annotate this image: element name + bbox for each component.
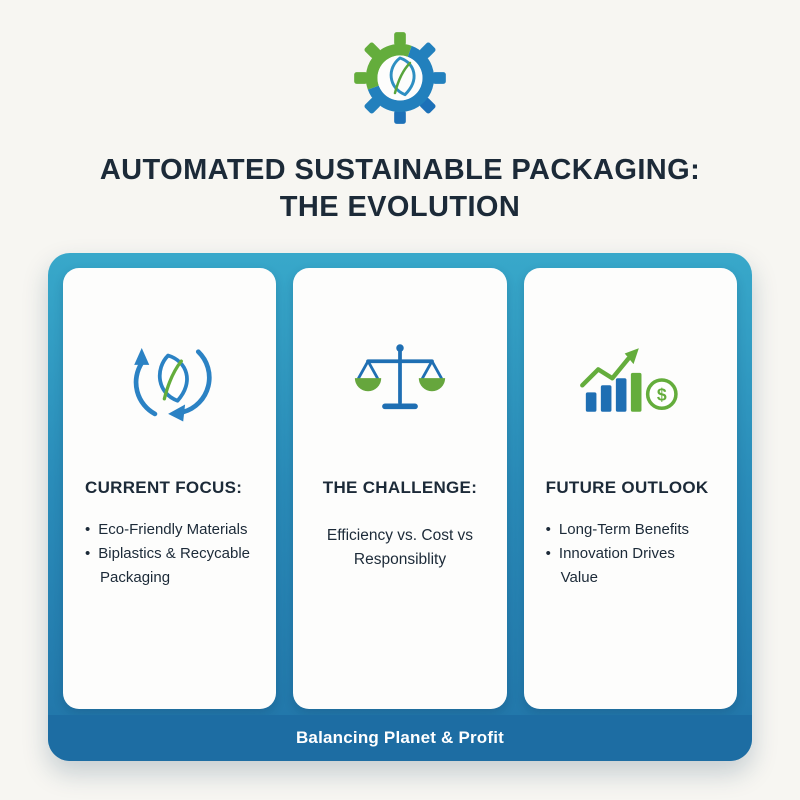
- page-title-line1: AUTOMATED SUSTAINABLE PACKAGING:: [99, 154, 701, 186]
- list-item: Innovation Drives Value: [546, 542, 715, 590]
- balance-scale-icon: [354, 344, 446, 410]
- card-current-focus: CURRENT FOCUS: Eco-Friendly Materials Bi…: [63, 268, 277, 709]
- cards-row: CURRENT FOCUS: Eco-Friendly Materials Bi…: [63, 268, 737, 709]
- card3-heading: FUTURE OUTLOOK: [545, 478, 709, 497]
- card-future-outlook: $ FUTURE OUTLOOK Long-Term Benefits Inno…: [523, 268, 737, 709]
- page-title-line2: THE EVOLUTION: [279, 191, 521, 223]
- card2-text: Efficiency vs. Cost vs Responsiblity: [326, 527, 474, 569]
- card3-bullet-list: Long-Term Benefits Innovation Drives Val…: [546, 518, 715, 590]
- card1-icon-box: [85, 268, 254, 478]
- gear-leaf-logo-svg: [354, 32, 446, 124]
- content-panel: CURRENT FOCUS: Eco-Friendly Materials Bi…: [48, 253, 752, 761]
- gear-leaf-logo: [350, 24, 450, 137]
- card1-bullet-list: Eco-Friendly Materials Biplastics & Recy…: [85, 518, 254, 590]
- growth-chart-icon: $: [580, 348, 679, 412]
- list-item: Long-Term Benefits: [546, 518, 715, 542]
- card-the-challenge: THE CHALLENGE: Efficiency vs. Cost vs Re…: [293, 268, 507, 709]
- card2-icon-box: [315, 268, 484, 478]
- leaf-recycle-icon: [133, 347, 212, 422]
- card1-heading: CURRENT FOCUS:: [85, 478, 243, 497]
- card2-heading: THE CHALLENGE:: [322, 478, 478, 497]
- footer-label: Balancing Planet & Profit: [295, 728, 505, 747]
- card3-icon-box: $: [546, 268, 715, 478]
- dollar-sign-glyph: $: [657, 384, 667, 404]
- footer-banner: Balancing Planet & Profit: [48, 715, 752, 761]
- list-item: Eco-Friendly Materials: [85, 518, 254, 542]
- page-title: AUTOMATED SUSTAINABLE PACKAGING: THE EVO…: [0, 152, 800, 226]
- list-item: Biplastics & Recycable Packaging: [85, 542, 254, 590]
